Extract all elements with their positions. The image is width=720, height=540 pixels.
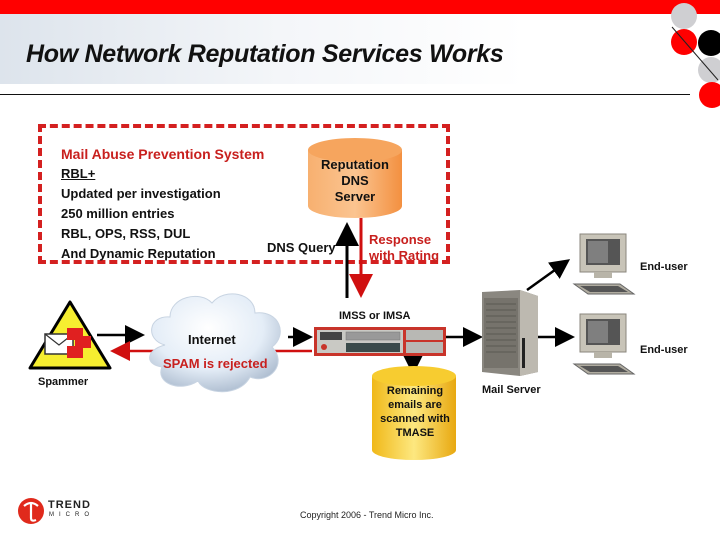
maps-line: And Dynamic Reputation [61,246,216,261]
tmase-label: Remaining emails are scanned with TMASE [380,385,450,439]
dns-server-label: Reputation DNS Server [321,157,389,204]
computer-icon [572,313,636,375]
spammer-label: Spammer [38,376,89,388]
response-label: Response with Rating [369,232,440,263]
title-band [0,14,700,84]
trend-micro-logo-icon [18,498,44,524]
database-icon [372,366,456,460]
maps-line: Updated per investigation [61,186,221,201]
computer-icon [572,233,636,295]
spam-rejected-label: SPAM is rejected [163,356,268,371]
top-red-bar [0,0,720,14]
internet-label: Internet [188,332,236,347]
database-icon [308,138,402,218]
appliance-icon [314,327,446,356]
end-user-label: End-user [640,344,688,356]
copyright-text: Copyright 2006 - Trend Micro Inc. [300,510,434,520]
logo-text-micro: MICRO [49,512,94,518]
spammer-warning-icon [28,300,112,370]
maps-title: Mail Abuse Prevention System [61,146,265,162]
imss-label: IMSS or IMSA [339,310,411,322]
logo-text-trend: TREND [48,499,91,511]
cloud-icon [149,293,281,393]
maps-line: RBL, OPS, RSS, DUL [61,226,191,241]
mail-server-label: Mail Server [482,384,541,396]
slide-title: How Network Reputation Services Works [26,40,504,68]
end-user-label: End-user [640,261,688,273]
title-divider [0,94,690,95]
maps-line-rbl: RBL+ [61,166,96,181]
dns-query-label: DNS Query [267,240,336,255]
maps-dashed-box [38,124,450,264]
maps-line: 250 million entries [61,206,175,221]
server-tower-icon [482,290,538,376]
